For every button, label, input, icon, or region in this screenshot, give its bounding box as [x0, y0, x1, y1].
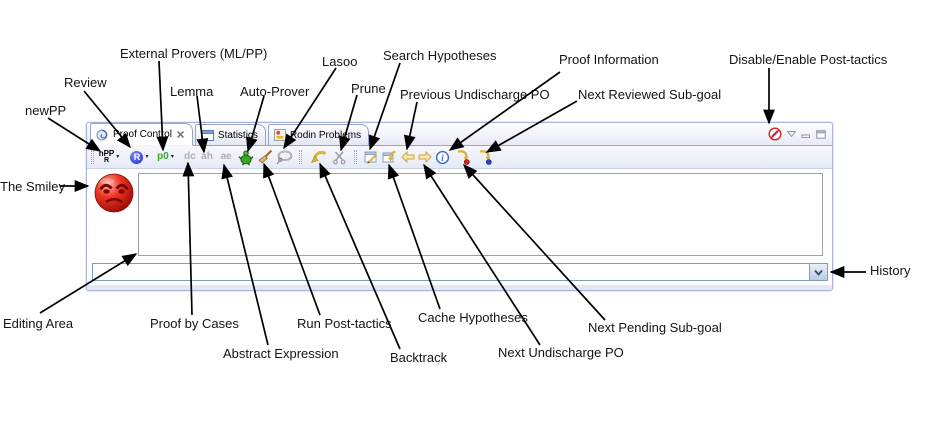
lasoo-button[interactable]	[275, 146, 293, 168]
history-dropdown-button[interactable]	[809, 264, 827, 280]
lemma-button[interactable]: ah	[201, 151, 213, 162]
close-icon[interactable]	[176, 130, 185, 139]
annotation-auto-prover: Auto-Prover	[240, 84, 310, 99]
review-button[interactable]: R ▾	[127, 146, 152, 168]
proof-control-toolbar: nPP R ▾ R ▾ p0 ▾ dc ah ae	[87, 146, 832, 169]
tab-proof-control[interactable]: Proof Control	[90, 123, 193, 146]
auto-prover-button[interactable]	[237, 146, 255, 168]
review-r-icon: R	[130, 150, 144, 164]
smiley-sad-icon	[94, 173, 134, 213]
next-pending-subgoal-button[interactable]	[454, 146, 472, 168]
cache-hypotheses-icon	[382, 150, 396, 163]
goal-red-dot-icon	[457, 150, 470, 165]
toolbar-separator	[352, 146, 358, 168]
annotation-review: Review	[64, 75, 107, 90]
search-hypotheses-button[interactable]	[362, 146, 379, 168]
tab-statistics[interactable]: Statistics	[194, 124, 266, 145]
statistics-icon	[200, 129, 214, 141]
toolbar-separator	[297, 146, 303, 168]
tab-label: Proof Control	[113, 129, 172, 140]
annotation-proof-information: Proof Information	[559, 52, 659, 67]
backtrack-arrow-icon	[310, 150, 327, 163]
annotation-previous-undischarge: Previous Undischarge PO	[400, 87, 550, 102]
proof-by-cases-button[interactable]: dc	[184, 151, 196, 162]
search-hypotheses-icon	[364, 151, 377, 164]
backtrack-button[interactable]	[309, 146, 329, 168]
annotation-next-reviewed: Next Reviewed Sub-goal	[578, 87, 722, 102]
cache-hypotheses-button[interactable]	[381, 146, 398, 168]
annotation-prune: Prune	[351, 81, 386, 96]
view-chrome	[768, 127, 826, 141]
next-reviewed-subgoal-button[interactable]	[476, 146, 494, 168]
view-menu-icon[interactable]	[787, 131, 796, 137]
annotation-disable-post-tactics: Disable/Enable Post-tactics	[729, 52, 888, 67]
proof-control-icon	[96, 129, 108, 140]
newpp-button[interactable]: nPP R ▾	[93, 146, 125, 168]
scissors-icon	[333, 151, 346, 164]
editing-area-input[interactable]	[138, 173, 823, 256]
minimize-icon[interactable]	[801, 130, 811, 139]
tab-label: Rodin Problems	[289, 129, 362, 141]
abstract-expression-button[interactable]: ae	[220, 151, 232, 162]
annotation-lemma: Lemma	[170, 84, 214, 99]
broom-icon	[258, 149, 273, 164]
p0-label: p0	[157, 151, 169, 162]
annotation-abstract-expression: Abstract Expression	[223, 346, 339, 361]
annotation-next-pending: Next Pending Sub-goal	[588, 320, 722, 335]
annotation-external-provers: External Provers (ML/PP)	[120, 46, 268, 61]
annotation-search-hypotheses: Search Hypotheses	[383, 48, 497, 63]
history-combo[interactable]	[92, 263, 828, 281]
rodin-problems-icon	[273, 129, 286, 141]
run-post-tactics-button[interactable]	[256, 146, 274, 168]
annotation-lasoo: Lasoo	[322, 54, 358, 69]
newpp-label: nPP R	[98, 149, 115, 165]
proof-information-button[interactable]: i	[434, 146, 451, 168]
annotation-next-undischarge: Next Undischarge PO	[498, 345, 624, 360]
annotation-proof-by-cases: Proof by Cases	[150, 316, 239, 331]
annotation-newpp: newPP	[25, 103, 67, 118]
prune-button[interactable]	[331, 146, 348, 168]
annotation-backtrack: Backtrack	[390, 350, 448, 365]
yellow-arrow-left-icon	[401, 151, 415, 163]
chevron-down-icon	[814, 269, 823, 276]
disable-post-tactics-icon[interactable]	[768, 127, 782, 141]
dropdown-arrow-icon[interactable]: ▾	[116, 154, 120, 160]
tab-rodin-problems[interactable]: Rodin Problems	[267, 124, 370, 145]
window-bottom-border	[87, 285, 832, 290]
robot-icon	[238, 149, 254, 166]
view-tab-bar: Proof Control Statistics Rodin Probl	[87, 123, 832, 146]
external-provers-button[interactable]: p0 ▾	[153, 146, 178, 168]
annotation-cache-hypotheses: Cache Hypotheses	[418, 310, 528, 325]
yellow-arrow-right-icon	[418, 151, 432, 163]
annotation-history: History	[870, 263, 911, 278]
proof-control-view-window: Proof Control Statistics Rodin Probl	[86, 122, 833, 291]
history-combo-value[interactable]	[93, 264, 809, 280]
dropdown-arrow-icon[interactable]: ▾	[170, 154, 174, 160]
dropdown-arrow-icon[interactable]: ▾	[145, 154, 149, 160]
tab-label: Statistics	[217, 129, 258, 141]
lasso-icon	[276, 150, 292, 165]
info-icon: i	[435, 150, 450, 164]
next-undischarge-po-button[interactable]	[417, 146, 433, 168]
annotation-run-post-tactics: Run Post-tactics	[297, 316, 392, 331]
annotation-editing-area: Editing Area	[3, 316, 74, 331]
svg-text:i: i	[441, 153, 444, 163]
annotation-the-smiley: The Smiley	[0, 179, 66, 194]
goal-blue-dot-icon	[479, 150, 492, 165]
previous-undischarge-po-button[interactable]	[400, 146, 416, 168]
maximize-icon[interactable]	[816, 129, 826, 139]
toolbar-grip[interactable]	[89, 146, 95, 168]
